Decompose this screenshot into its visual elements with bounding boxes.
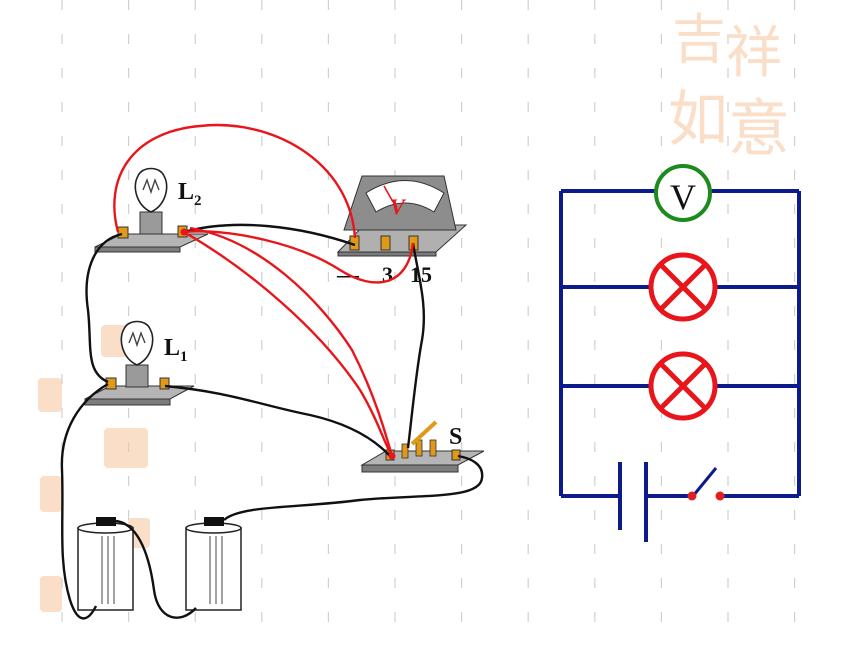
lamp-l2-terminal-left — [117, 226, 129, 239]
black-wires — [60, 223, 484, 620]
wire-black-l1-to-switch — [164, 384, 391, 457]
wire-junctions — [180, 228, 396, 460]
watermark-seal-small — [101, 325, 127, 357]
lamp-l1-filament — [128, 330, 146, 348]
voltmeter-symbol-ring — [654, 164, 712, 222]
wire-red-l2-loop-to-meter — [113, 123, 357, 239]
switch-label: S — [449, 424, 462, 450]
watermark-char-4: 意 — [728, 96, 790, 164]
voltmeter-needle — [383, 185, 394, 203]
voltmeter-symbol-label: V — [670, 177, 696, 217]
lamp-l2-socket — [139, 211, 163, 235]
schematic-voltmeter: V — [654, 164, 712, 222]
battery-right-body — [185, 527, 242, 611]
battery-right — [185, 517, 242, 611]
wire-black-battery-link — [115, 519, 197, 619]
wire-black-l2-to-l1 — [85, 232, 123, 384]
switch-post-2 — [415, 439, 423, 457]
schematic-switch-blade — [691, 467, 718, 497]
lamp-l2-filament — [142, 177, 160, 195]
watermark-char-2: 祥 — [726, 23, 782, 85]
lamp-l1-terminal-right — [159, 377, 170, 390]
knife-switch-icon — [410, 420, 438, 446]
lamp-symbol-cross-b — [659, 362, 707, 410]
watermark-char-1: 吉 — [672, 10, 726, 70]
lamp-l2-label: L2 — [178, 179, 202, 209]
lamp-symbol-cross-b — [659, 263, 707, 311]
schematic-lamp-2 — [648, 351, 718, 421]
background-grid — [61, 0, 796, 645]
wire-red-l2-to-meter-15 — [183, 230, 415, 284]
voltmeter: V — 3 15 — [336, 175, 468, 287]
lamp-l1-terminal-left — [105, 377, 117, 390]
lamp-l1-socket — [125, 364, 149, 388]
voltmeter-front — [337, 251, 437, 257]
wire-black-l1-to-battery — [60, 382, 109, 620]
voltmeter-label-15: 15 — [410, 262, 432, 287]
watermark-seal-large: 吉 祥 如 意 — [668, 10, 790, 164]
schematic-lamp-1 — [648, 252, 718, 322]
switch-contact-dot — [687, 491, 697, 501]
wire-black-l2-to-meter — [183, 223, 356, 247]
junction-dot — [388, 452, 396, 460]
switch-terminal-right — [451, 449, 461, 461]
voltmeter-label-3: 3 — [382, 262, 393, 287]
wire-black-battery-to-switch — [223, 454, 484, 521]
lamp-l1-board-edge — [84, 398, 171, 406]
voltmeter-terminal-3 — [380, 235, 391, 251]
lamp-l1: L1 — [84, 320, 195, 406]
watermark-seal-small — [40, 476, 62, 512]
schematic — [559, 189, 801, 542]
lamp-l2: L2 — [94, 167, 209, 253]
battery-cell-icon — [204, 517, 224, 526]
wire-red-l2-to-switch-2 — [189, 226, 394, 457]
switch-contact-dot — [715, 491, 725, 501]
wire-black-meter-to-switch — [406, 242, 426, 449]
junction-dot — [180, 228, 188, 236]
lamp-l2-board-edge — [94, 246, 181, 253]
watermark-seal-small — [40, 576, 62, 612]
watermark-seal-small — [104, 428, 148, 468]
voltmeter-icon: V — [390, 194, 407, 219]
battery-cell-icon — [96, 517, 116, 526]
watermark-seal-small — [38, 378, 62, 412]
switch-post-1 — [401, 443, 409, 459]
watermark-char-3: 如 — [668, 87, 728, 153]
battery-left — [77, 517, 134, 611]
lamp-l1-label: L1 — [164, 335, 188, 365]
switch-post-3 — [429, 439, 437, 457]
battery-left-body — [77, 527, 134, 611]
wire-red-l2-to-switch — [183, 230, 394, 457]
schematic-switch-contacts — [687, 491, 725, 501]
red-wires — [113, 123, 415, 457]
switch-board-edge — [361, 464, 459, 473]
